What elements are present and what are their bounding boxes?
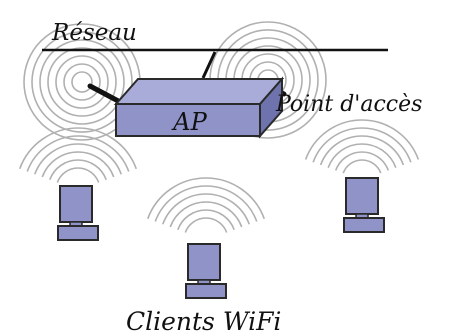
- wave-client-center-arc: [146, 177, 266, 220]
- access-point-icon: [87, 51, 287, 139]
- wave-client-center-arc: [177, 209, 235, 231]
- wave-client-left-arc: [49, 159, 107, 181]
- wave-client-right-arc: [319, 135, 405, 166]
- client-center-computer-icon: [185, 243, 227, 299]
- ap-box-label: AP: [171, 108, 207, 136]
- wave-left-antenna-arc: [71, 71, 93, 93]
- wave-client-left-arc: [26, 135, 130, 172]
- wave-client-left-arc: [18, 127, 138, 170]
- client-left-computer-icon: [57, 185, 99, 241]
- access-point-label: Point d'accès: [275, 92, 422, 117]
- wave-client-right-arc: [327, 143, 397, 168]
- clients-label: Clients WiFi: [126, 307, 281, 336]
- wave-left-antenna-arc: [63, 63, 101, 101]
- wave-client-left-arc: [41, 151, 115, 178]
- wave-left-antenna-arc: [55, 55, 109, 109]
- wave-client-right-arc: [304, 119, 420, 160]
- wave-client-right-arc: [334, 151, 390, 171]
- wave-left-antenna-arc: [39, 39, 125, 125]
- wave-client-left-arc: [56, 167, 100, 183]
- wave-client-center-arc: [162, 193, 250, 225]
- wave-client-right-arc: [342, 159, 382, 174]
- network-label: Réseau: [51, 20, 137, 46]
- wave-client-center-arc: [184, 217, 228, 233]
- client-right-computer-icon: [343, 177, 385, 233]
- wave-client-center-arc: [154, 185, 258, 222]
- wave-client-left-arc: [34, 143, 122, 175]
- wave-left-antenna-arc: [47, 47, 117, 117]
- wave-client-right-arc: [312, 127, 412, 163]
- wave-client-center-arc: [169, 201, 243, 228]
- wave-left-antenna-arc: [31, 31, 133, 133]
